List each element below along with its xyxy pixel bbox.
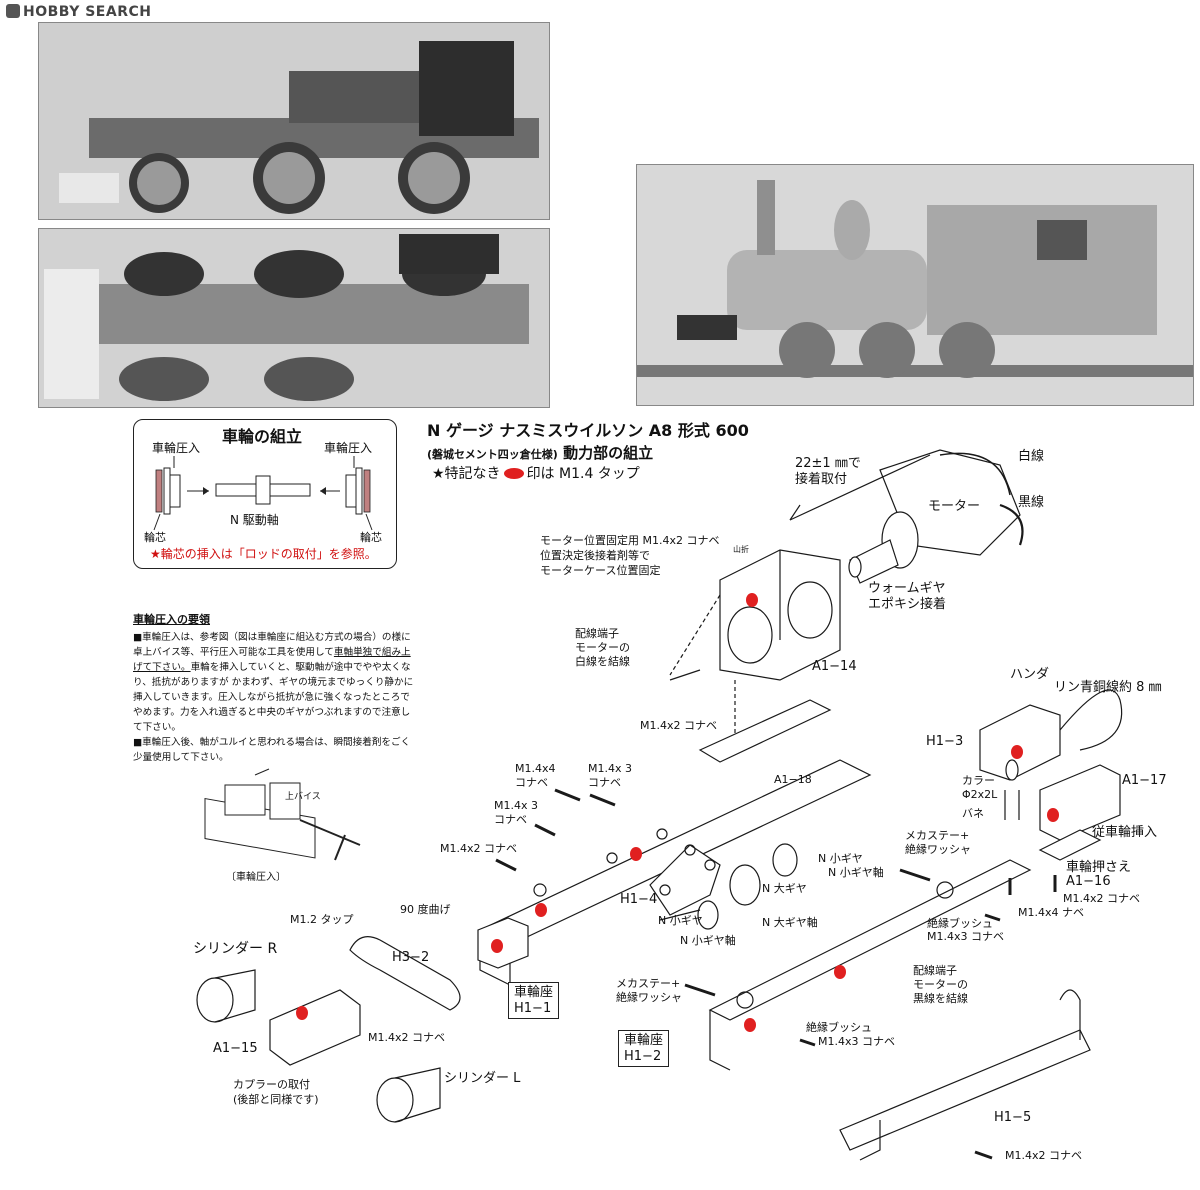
insulating-bush-label-2: 絶縁ブッシュ	[806, 1021, 872, 1034]
wheel-core-right-label: 輪芯	[360, 531, 382, 544]
drive-axle-label: N 駆動軸	[230, 513, 279, 527]
wheel-box-note: ★輪芯の挿入は「ロッドの取付」を参照。	[150, 547, 377, 561]
photo-locomotive	[636, 164, 1194, 406]
screw-m14x2-label-c: M1.4x2 コナベ	[1063, 892, 1140, 905]
wheel-seat-h1-1-box: 車輪座 H1−1	[508, 982, 560, 1020]
m12-tap-label: M1.2 タップ	[290, 913, 354, 926]
screw-m14x3-label-1: M1.4x 3	[588, 762, 632, 775]
diagram-subtitle: (磐城セメント四ッ倉仕様) 動力部の組立	[427, 442, 653, 463]
part-a1-14: A1−14	[812, 659, 857, 674]
wiring-white-label-3: 白線を結線	[575, 655, 630, 668]
instructions-heading: 車輪圧入の要領	[133, 613, 210, 626]
part-a1-15: A1−15	[213, 1041, 258, 1056]
wiring-white-label-2: モーターの	[575, 641, 630, 654]
wiring-white-label-1: 配線端子	[575, 627, 619, 640]
motor-dim-label: 22±1 ㎜で	[795, 456, 861, 471]
n-small-gear-axle-label-b: N 小ギヤ軸	[680, 934, 736, 947]
legend-suffix: 印は M1.4 タップ	[526, 466, 640, 482]
vise-caption: 〔車輪圧入〕	[226, 872, 286, 883]
wheel-axle-drawing	[153, 456, 373, 531]
screw-m14x3b-label-2: コナベ	[494, 813, 527, 826]
screw-m14x4-label-2: コナベ	[515, 776, 548, 789]
screw-m14x2-label-a: M1.4x2 コナベ	[640, 719, 717, 732]
photo-chassis-side	[38, 22, 550, 220]
collar-label-1: カラー	[962, 774, 995, 787]
locomotive-image	[637, 165, 1193, 405]
wiring-black-label-1: 配線端子	[913, 964, 957, 977]
screw-m14x2-label-e: M1.4x2 コナベ	[1005, 1149, 1082, 1162]
trailing-wheel-insert-label: 従車輪挿入	[1092, 825, 1158, 840]
motor-dim-label-2: 接着取付	[795, 472, 848, 487]
part-a1-18: A1−18	[774, 773, 812, 786]
n-small-gear-label-b: N 小ギヤ	[658, 914, 703, 927]
mechastay-label-1: メカステー+	[905, 829, 970, 842]
instructions-paragraph-2: ■車輪圧入後、軸がユルイと思われる場合は、瞬間接着剤をごく少量使用して下さい。	[133, 737, 411, 763]
cylinder-l-label: シリンダー L	[444, 1071, 521, 1086]
wheel-seat-h1-2-box: 車輪座 H1−2	[618, 1030, 670, 1068]
motor-fix-label-1: モーター位置固定用 M1.4x2 コナベ	[540, 534, 720, 547]
wheel-box-title: 車輪の組立	[222, 427, 303, 446]
screw-m14x3-label-2: コナベ	[588, 776, 621, 789]
n-small-gear-axle-label-a: N 小ギヤ軸	[828, 866, 884, 879]
wheel-core-left-label: 輪芯	[144, 531, 166, 544]
collar-label-2: Φ2x2L	[962, 788, 998, 801]
motor-label: モーター	[928, 499, 981, 514]
mechastay-label-b1: メカステー+	[616, 977, 681, 990]
bend-90-label: 90 度曲げ	[400, 903, 451, 916]
chassis-side-image	[39, 23, 549, 219]
screw-m14x4-label-1: M1.4x4	[515, 762, 556, 775]
screw-m14x3b-label-1: M1.4x 3	[494, 799, 538, 812]
tap-legend: ★特記なき 印は M1.4 タップ	[432, 463, 640, 483]
solder-label: ハンダ	[1010, 667, 1050, 682]
photo-chassis-bottom	[38, 228, 550, 408]
cylinder-r-label: シリンダー R	[193, 941, 278, 957]
wheel-assembly-box: 車輪圧入 車輪の組立 車輪圧入 N 駆動軸 輪芯 輪芯 ★輪芯の挿入は「ロッドの…	[133, 419, 397, 569]
diagram-title: N ゲージ ナスミスウイルソン A8 形式 600	[427, 421, 749, 440]
n-small-gear-label-a: N 小ギヤ	[818, 852, 863, 865]
mechastay-label-b2: 絶縁ワッシャ	[616, 991, 682, 1004]
vise-illustration	[204, 768, 361, 861]
phosphor-bronze-wire-label: リン青銅線約 8 ㎜	[1054, 680, 1162, 695]
chassis-bottom-image	[39, 229, 549, 407]
white-wire-label: 白線	[1018, 449, 1045, 464]
red-dot-icon	[503, 468, 524, 479]
wiring-black-label-3: 黒線を結線	[913, 992, 968, 1005]
worm-gear-label: ウォームギヤ	[868, 581, 946, 596]
insulating-bush-screw-label-2: M1.4x3 コナベ	[818, 1035, 895, 1048]
part-h1-4: H1−4	[620, 892, 658, 907]
mechastay-label-2: 絶縁ワッシャ	[905, 843, 971, 856]
wiring-black-label-2: モーターの	[913, 978, 968, 991]
legend-prefix: ★特記なき	[432, 466, 501, 482]
site-logo[interactable]: HOBBY SEARCH	[6, 4, 151, 20]
part-a1-17: A1−17	[1122, 773, 1167, 788]
part-h1-3: H1−3	[926, 734, 964, 749]
spring-label: バネ	[962, 807, 984, 820]
logo-icon	[6, 4, 20, 18]
wheel-retainer-label-2: A1−16	[1066, 874, 1111, 889]
wheel-press-left-label: 車輪圧入	[152, 441, 201, 455]
part-h1-5: H1−5	[994, 1110, 1032, 1125]
part-h3-2: H3−2	[392, 950, 430, 965]
black-wire-label: 黒線	[1018, 495, 1045, 510]
subtitle-note: (磐城セメント四ッ倉仕様)	[427, 448, 558, 461]
epoxy-label: エポキシ接着	[868, 597, 947, 612]
wheel-retainer-label-1: 車輪押さえ	[1066, 860, 1132, 875]
coupler-label-2: (後部と同様です)	[233, 1093, 319, 1106]
coupler-label-1: カプラーの取付	[233, 1078, 310, 1091]
wheel-press-instructions: 車輪圧入の要領 ■車輪圧入は、参考図（図は車輪座に組込む方式の場合）の様に卓上バ…	[133, 612, 418, 765]
n-big-gear-axle-label: N 大ギヤ軸	[762, 916, 818, 929]
screw-m14x2-label-d: M1.4x2 コナベ	[368, 1031, 445, 1044]
n-big-gear-label: N 大ギヤ	[762, 882, 807, 895]
screw-m14x2-label-b: M1.4x2 コナベ	[440, 842, 517, 855]
instructions-paragraph-1: ■車輪圧入は、参考図（図は車輪座に組込む方式の場合）の様に卓上バイス等、平行圧入…	[133, 632, 414, 733]
subtitle-main: 動力部の組立	[563, 444, 654, 462]
insulating-bush-screw-label-1: M1.4x3 コナベ	[927, 930, 1004, 943]
motor-fix-label-2: 位置決定後接着剤等で	[540, 549, 650, 562]
screw-m14x4-nabe-label: M1.4x4 ナベ	[1018, 906, 1084, 919]
motor-fix-label-3: モーターケース位置固定	[540, 564, 661, 577]
fold-label-1: 山折	[733, 545, 749, 554]
vise-label: 上バイス	[285, 792, 321, 802]
wheel-press-right-label: 車輪圧入	[324, 441, 373, 455]
insulating-bush-label-1: 絶縁ブッシュ	[927, 917, 993, 930]
